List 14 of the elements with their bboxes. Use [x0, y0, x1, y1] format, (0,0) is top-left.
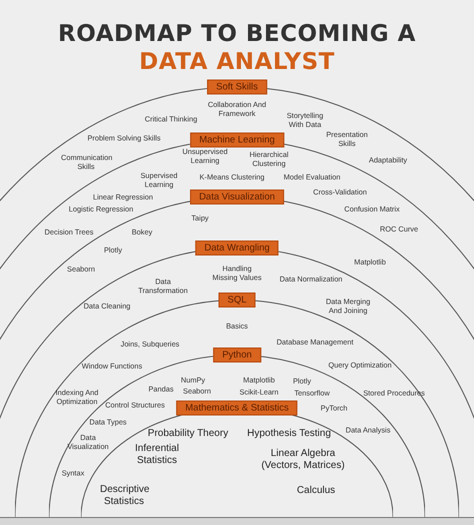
section-heading: Python	[213, 348, 261, 362]
section-heading: SQL	[218, 292, 256, 308]
section-heading: Soft Skills	[207, 80, 267, 94]
topic-text: Linear Algebra (Vectors, Matrices)	[260, 448, 346, 472]
section-heading: Data Wrangling	[195, 240, 279, 256]
section-heading: Machine Learning	[190, 132, 284, 148]
section-heading: Mathematics & Statistics	[176, 400, 298, 416]
topic-text: Descriptive Statistics	[100, 484, 148, 508]
topic-text: Calculus	[296, 485, 336, 497]
section-heading: Data Visualization	[190, 190, 284, 204]
title: ROADMAP TO BECOMING A DATA ANALYST	[57, 20, 417, 76]
topic-text: Probability Theory	[148, 428, 228, 440]
topic-text: Hypothesis Testing	[247, 428, 331, 440]
topic-text: Inferential Statistics	[134, 443, 180, 467]
